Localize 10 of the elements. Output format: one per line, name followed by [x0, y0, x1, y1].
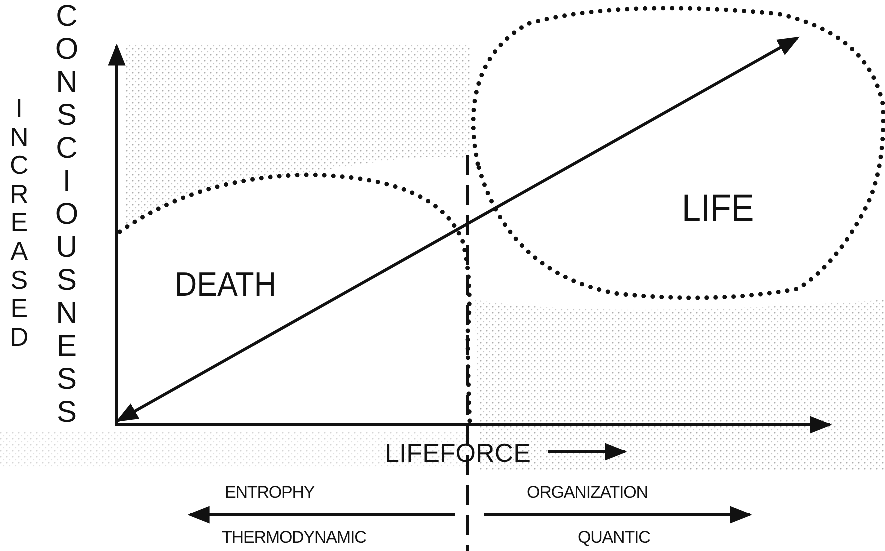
axis-title: INCREASED: [9, 94, 30, 352]
axis-title: LIFEFORCE: [385, 440, 531, 466]
region-caption: THERMODYNAMIC: [222, 529, 366, 546]
region-label: LIFE: [682, 190, 754, 228]
region-label: DEATH: [175, 268, 276, 302]
diagonal-arrow: [116, 36, 800, 422]
region-caption: ENTROPHY: [225, 484, 315, 501]
region-caption: ORGANIZATION: [527, 484, 648, 501]
axis-title: CONSCIOUSNESS: [55, 0, 79, 429]
region-caption: QUANTIC: [578, 529, 650, 546]
